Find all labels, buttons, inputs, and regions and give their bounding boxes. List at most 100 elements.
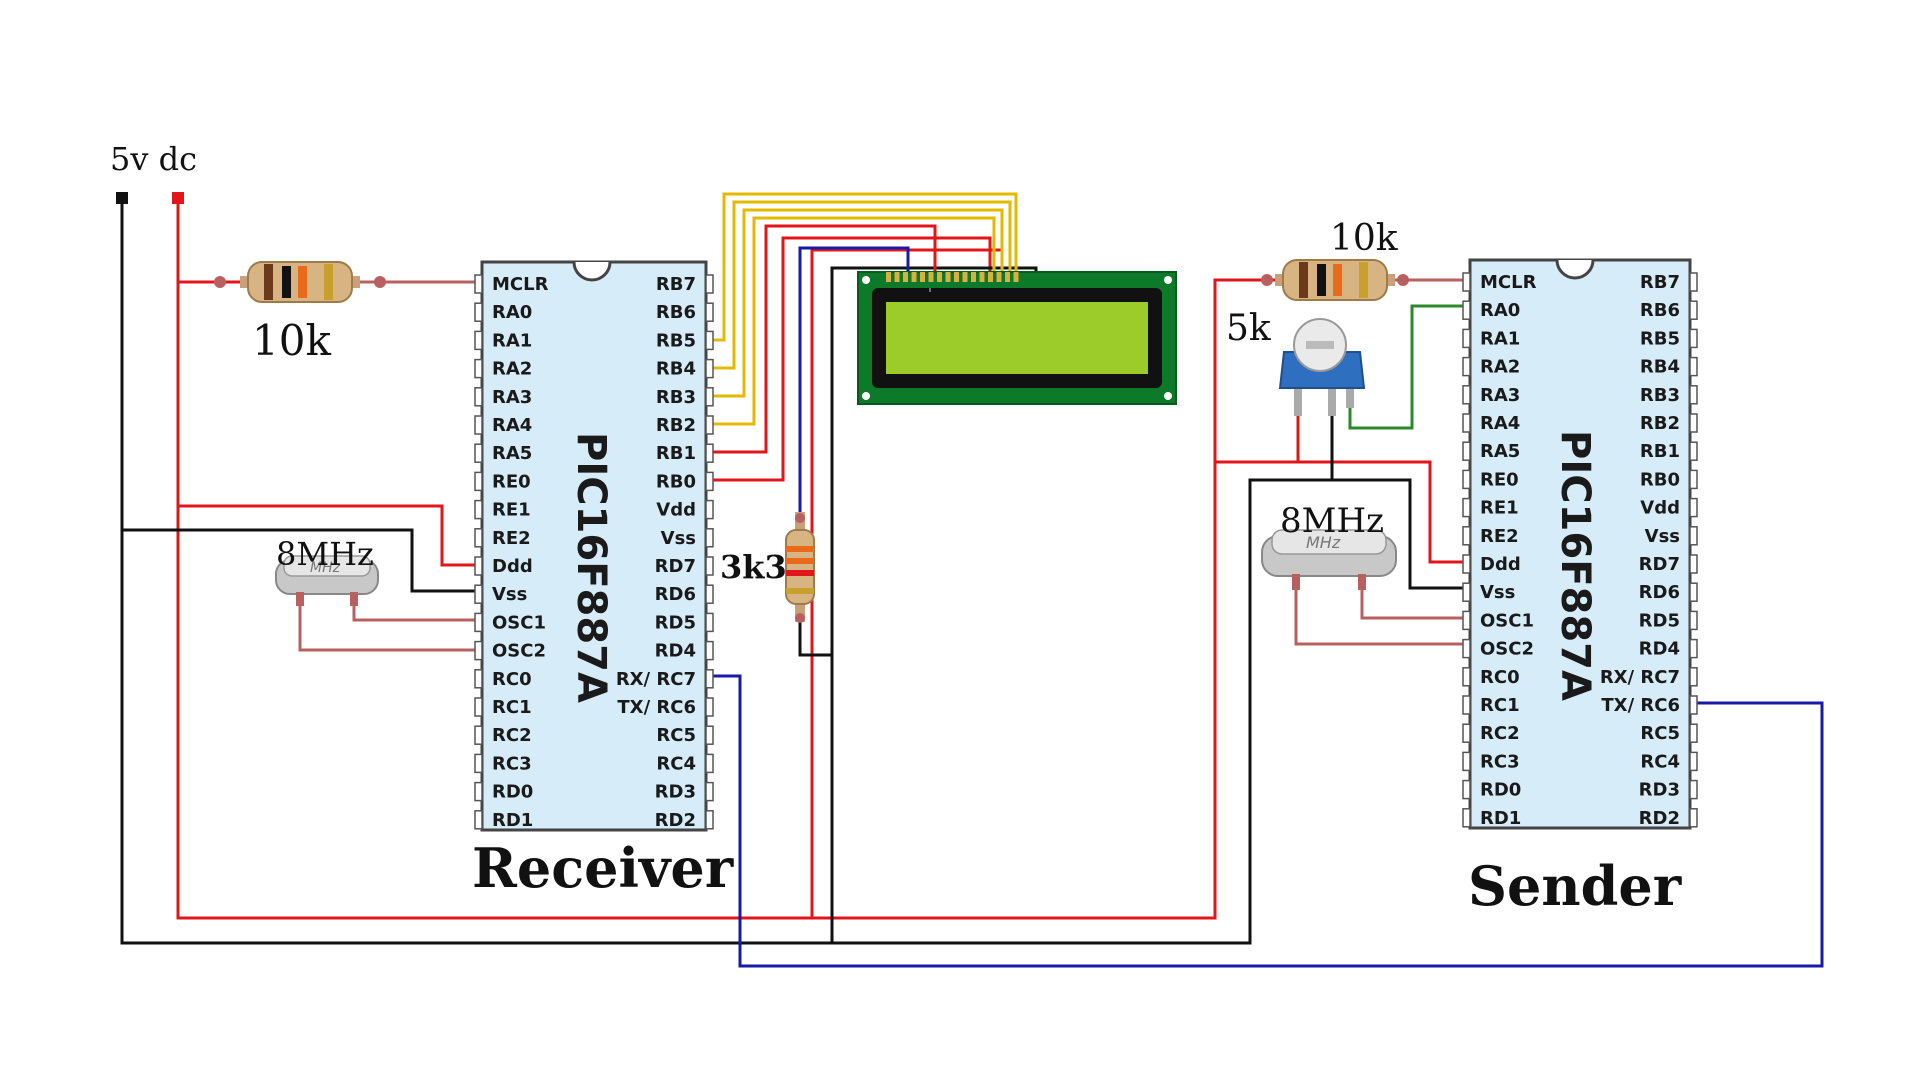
receiver-left-pin-8 bbox=[474, 471, 483, 492]
receiver-left-pin-11 bbox=[474, 556, 483, 576]
receiver-left-pin-15 bbox=[474, 669, 483, 689]
receiver-left-pin-6 bbox=[474, 415, 483, 435]
sender-left-pin-9 bbox=[1462, 497, 1471, 518]
receiver-left-pin-7 bbox=[474, 443, 483, 463]
sender-left-pin-19 bbox=[1462, 779, 1471, 800]
receiver-right-pin-9 bbox=[705, 499, 714, 520]
receiver-left-pin-label: RA3 bbox=[492, 387, 532, 408]
sender-left-pin-label: RA0 bbox=[1480, 300, 1520, 321]
sender-left-pin-10 bbox=[1462, 526, 1471, 546]
receiver-right-pin-label: RD7 bbox=[655, 556, 696, 577]
lcd-control-wires bbox=[706, 224, 937, 482]
receiver-left-pin-label: RC3 bbox=[492, 753, 532, 774]
receiver-left-pin-5 bbox=[474, 387, 483, 407]
sender-left-pin-label: RE0 bbox=[1480, 469, 1519, 490]
sender-left-pin-2 bbox=[1462, 300, 1471, 320]
sender-right-pin-label: RB3 bbox=[1640, 385, 1680, 406]
lcd-pin-10 bbox=[962, 272, 968, 282]
lcd-resistor-label: 3k3 bbox=[720, 548, 787, 586]
sender-left-pin-label: Vss bbox=[1480, 582, 1515, 603]
receiver-right-pin-8 bbox=[705, 471, 714, 492]
sender-left-pin-label: RC2 bbox=[1480, 723, 1520, 744]
sender-left-pin-label: RD1 bbox=[1480, 808, 1521, 829]
sender-left-pin-12 bbox=[1462, 582, 1471, 602]
receiver-left-pin-label: OSC1 bbox=[492, 612, 546, 633]
sender-left-pin-15 bbox=[1462, 667, 1471, 687]
receiver-right-pin-label: RX/ RC7 bbox=[616, 669, 696, 690]
receiver-left-pin-label: RA2 bbox=[492, 359, 532, 380]
receiver-right-pin-4 bbox=[705, 358, 714, 379]
receiver-left-pin-label: RD1 bbox=[492, 810, 533, 831]
sender-right-pin-3 bbox=[1689, 328, 1698, 349]
lcd-data-wires bbox=[706, 192, 1018, 426]
sender-left-pin-label: MCLR bbox=[1480, 272, 1537, 293]
receiver-left-pin-label: RC2 bbox=[492, 725, 532, 746]
sender-right-pin-label: RB4 bbox=[1640, 357, 1680, 378]
ground-terminal bbox=[116, 192, 128, 204]
sender-right-pin-label: RD4 bbox=[1639, 639, 1680, 660]
receiver-right-pin-12 bbox=[705, 584, 714, 604]
receiver-right-pin-15 bbox=[705, 669, 714, 689]
receiver-left-pin-1 bbox=[474, 274, 483, 294]
sender-left-pin-6 bbox=[1462, 413, 1471, 433]
receiver-right-pins: RB7RB6RB5RB4RB3RB2RB1RB0VddVssRD7RD6RD5R… bbox=[616, 274, 714, 831]
sender-chip: MCLRRA0RA1RA2RA3RA4RA5RE0RE1RE2DddVssOSC… bbox=[1462, 258, 1698, 830]
receiver-right-pin-17 bbox=[705, 725, 714, 745]
receiver-right-pin-label: RB0 bbox=[656, 471, 696, 492]
lcd-pin-16 bbox=[1013, 272, 1019, 282]
receiver-right-pin-16 bbox=[705, 697, 714, 717]
sender-right-pin-4 bbox=[1689, 356, 1698, 377]
receiver-left-pin-label: RC0 bbox=[492, 669, 532, 690]
sender-right-pin-14 bbox=[1689, 638, 1698, 659]
receiver-right-pin-1 bbox=[705, 274, 714, 294]
receiver-right-pin-label: RB2 bbox=[656, 415, 696, 436]
lcd-contrast-resistor bbox=[785, 512, 815, 623]
receiver-right-pin-13 bbox=[705, 612, 714, 633]
receiver-right-pin-label: RB1 bbox=[656, 443, 696, 464]
receiver-right-pin-5 bbox=[705, 387, 714, 407]
receiver-left-pin-label: OSC2 bbox=[492, 641, 546, 662]
lcd-header-pins bbox=[886, 272, 1019, 282]
receiver-crystal-marking: MHz bbox=[310, 560, 341, 576]
receiver-left-pin-label: Ddd bbox=[492, 556, 533, 577]
serial-wires bbox=[706, 246, 1824, 968]
receiver-right-pin-11 bbox=[705, 556, 714, 576]
lcd-pin-5 bbox=[920, 272, 925, 282]
sender-right-pin-9 bbox=[1689, 497, 1698, 518]
receiver-left-pin-12 bbox=[474, 584, 483, 604]
receiver-left-pin-label: MCLR bbox=[492, 274, 549, 295]
receiver-chip-name: PIC16F887A bbox=[568, 432, 614, 703]
receiver-right-pin-label: RB6 bbox=[656, 302, 696, 323]
sender-left-pin-label: RA5 bbox=[1480, 441, 1520, 462]
pot-label: 5k bbox=[1226, 308, 1272, 349]
sender-left-pin-label: RC3 bbox=[1480, 751, 1520, 772]
sender-right-pin-label: RB5 bbox=[1640, 328, 1680, 349]
sender-right-pin-10 bbox=[1689, 526, 1698, 546]
receiver-right-pin-3 bbox=[705, 330, 714, 351]
sender-left-pin-label: RA3 bbox=[1480, 385, 1520, 406]
sender-left-pin-label: RC0 bbox=[1480, 667, 1520, 688]
sender-left-pin-13 bbox=[1462, 610, 1471, 631]
receiver-right-pin-2 bbox=[705, 302, 714, 322]
lcd-pin-9 bbox=[954, 272, 959, 282]
sender-right-pin-label: RB2 bbox=[1640, 413, 1680, 434]
receiver-right-pin-14 bbox=[705, 640, 714, 661]
sender-left-pin-label: OSC1 bbox=[1480, 610, 1534, 631]
lcd-pin-14 bbox=[996, 272, 1002, 282]
sender-right-pin-1 bbox=[1689, 272, 1698, 292]
vcc-terminal bbox=[172, 192, 184, 204]
sender-crystal-label: 8MHz bbox=[1280, 501, 1384, 541]
lcd-pin-15 bbox=[1005, 272, 1010, 282]
sender-pullup-resistor bbox=[1261, 259, 1409, 301]
sender-chip-name: PIC16F887A bbox=[1552, 430, 1598, 701]
receiver-left-pin-20 bbox=[474, 810, 483, 830]
sender-right-pin-18 bbox=[1689, 751, 1698, 772]
lcd-pin-1 bbox=[886, 272, 891, 282]
receiver-right-pin-label: RD6 bbox=[655, 584, 696, 605]
lcd-pin-3 bbox=[903, 272, 908, 282]
lcd-pin-4 bbox=[911, 272, 917, 282]
sender-right-pin-label: RD6 bbox=[1639, 582, 1680, 603]
receiver-right-pin-7 bbox=[705, 443, 714, 463]
receiver-right-pin-18 bbox=[705, 753, 714, 774]
